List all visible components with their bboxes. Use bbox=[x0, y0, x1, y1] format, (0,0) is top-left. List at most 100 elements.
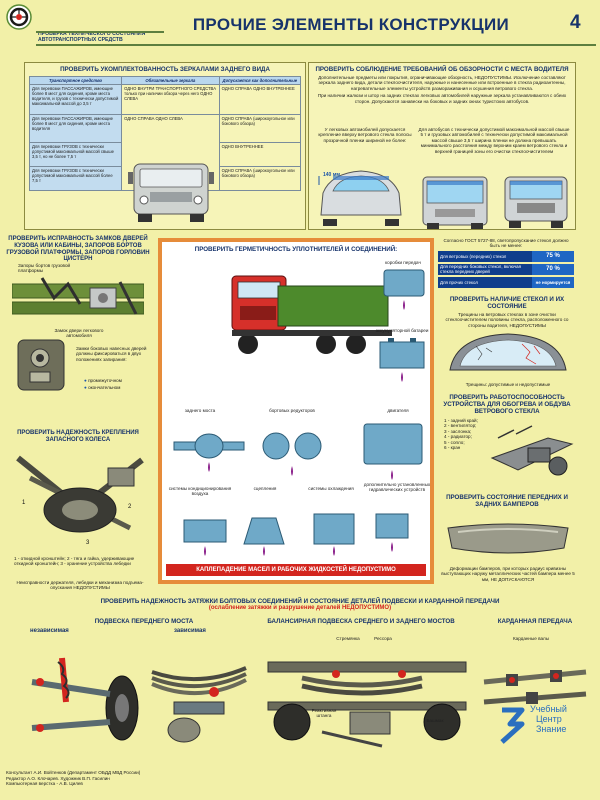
seals-title: ПРОВЕРИТЬ ГЕРМЕТИЧНОСТЬ УПЛОТНИТЕЛЕЙ И С… bbox=[194, 246, 398, 253]
tint-row: Для передних боковых стекол, включая сте… bbox=[438, 263, 574, 275]
cracked-windshield-illustration bbox=[446, 330, 570, 378]
page-title: ПРОЧИЕ ЭЛЕМЕНТЫ КОНСТРУКЦИИ bbox=[192, 15, 510, 34]
seal-label-engine: двигателя bbox=[387, 408, 409, 413]
tint-row: Для ветровых (передних) стекол 75 % bbox=[438, 250, 574, 262]
publisher-logo: Учебный Центр Знание bbox=[500, 702, 596, 762]
independent-suspension-illustration bbox=[22, 638, 142, 750]
table-row: Для перевозки ГРУЗОВ с технически допуст… bbox=[28, 166, 302, 191]
logo-line-2: Центр bbox=[536, 714, 562, 724]
legend-item: 3 - заслонка; bbox=[444, 428, 472, 434]
tint-value: 75 % bbox=[532, 250, 574, 262]
label-valy: Карданные валы bbox=[512, 636, 550, 641]
tailgate-latch-illustration bbox=[12, 274, 144, 326]
bullet-2-text: окончательном bbox=[88, 385, 121, 390]
tint-value: не нормируется bbox=[532, 276, 574, 288]
legend-item: 4 - радиатор; bbox=[444, 434, 472, 440]
label-bashmak: Башмак bbox=[426, 718, 444, 723]
cracks-title: ПРОВЕРИТЬ НАЛИЧИЕ СТЕКОЛ И ИХ СОСТОЯНИЕ bbox=[449, 296, 565, 310]
bullet-1-text: промежуточном bbox=[88, 378, 122, 383]
seal-label-ac: системы кондиционирования воздуха bbox=[168, 486, 232, 497]
locks-note: Замки боковых навесных дверей должны фик… bbox=[76, 346, 147, 362]
seal-label-rear-axle: заднего моста bbox=[184, 408, 216, 413]
cell-vehicle: Для перевозки ПАССАЖИРОВ, имеющие более … bbox=[28, 114, 123, 143]
header-rule-top bbox=[36, 31, 164, 33]
col-header-vehicle: Транспортное средство bbox=[28, 76, 123, 85]
cardan-label: КАРДАННАЯ ПЕРЕДАЧА bbox=[497, 618, 573, 625]
table-row: Для перевозки ПАССАЖИРОВ, имеющие более … bbox=[28, 114, 302, 191]
truck-front-illustration-2 bbox=[499, 173, 573, 229]
label-shtanga: Реактивная штанга bbox=[311, 708, 337, 719]
locks-label-2: Замок двери легкового автомобиля bbox=[54, 328, 104, 339]
cracks-section: ПРОВЕРИТЬ НАЛИЧИЕ СТЕКОЛ И ИХ СОСТОЯНИЕ … bbox=[438, 296, 576, 392]
lock-bullet-1: ● промежуточном bbox=[84, 378, 154, 383]
truck-front-illustration bbox=[126, 158, 216, 224]
bullet-dot-icon: ● bbox=[84, 378, 89, 383]
emblem-icon bbox=[6, 4, 32, 30]
label-ressora: Рессора bbox=[374, 636, 392, 641]
defrost-legend: 1 - задний край; 2 - вентилятор; 3 - зас… bbox=[444, 418, 494, 450]
seal-label-hydraulic: дополнительно установленных гидравлическ… bbox=[363, 482, 431, 493]
cell-optional: ОДНО СПРАВА (широкоугольное или бокового… bbox=[218, 166, 302, 191]
svg-text:3: 3 bbox=[86, 540, 90, 546]
balance-susp-label: БАЛАНСИРНАЯ ПОДВЕСКА СРЕДНЕГО И ЗАДНЕГО … bbox=[267, 618, 455, 625]
credit-line: Консультант А.И. Войтенков (Департамент … bbox=[6, 770, 141, 775]
bolts-title: ПРОВЕРИТЬ НАДЕЖНОСТЬ ЗАТЯЖКИ БОЛТОВЫХ СО… bbox=[100, 598, 500, 605]
visibility-para-1: Дополнительные предметы или покрытия, ог… bbox=[318, 75, 566, 91]
locks-label-1: Запоры бортов грузовой платформы bbox=[18, 263, 71, 274]
dependent-label: зависимая bbox=[174, 628, 206, 634]
svg-text:2: 2 bbox=[128, 504, 132, 510]
legend-item: 1 - задний край; bbox=[444, 418, 478, 423]
visibility-para-3: У легковых автомобилей допускается крепл… bbox=[318, 127, 412, 143]
spare-legend: 1 - откидной кронштейн; 2 - тяга и гайка… bbox=[14, 556, 135, 567]
col-header-optional: Допускается как дополнительные bbox=[218, 76, 302, 85]
cell-vehicle: Для перевозки ГРУЗОВ с технически допуст… bbox=[28, 142, 123, 167]
tint-row: Для прочих стекол не нормируется bbox=[438, 276, 574, 288]
spare-note: Неисправности держателя, лебедки и механ… bbox=[16, 580, 144, 591]
credits: Консультант А.И. Войтенков (Департамент … bbox=[6, 770, 306, 787]
locks-title: ПРОВЕРИТЬ ИСПРАВНОСТЬ ЗАМКОВ ДВЕРЕЙ КУЗО… bbox=[6, 236, 150, 263]
door-lock-illustration bbox=[10, 336, 72, 394]
cell-vehicle: Для перевозки ПАССАЖИРОВ, имеющие более … bbox=[28, 84, 123, 115]
visibility-para-4: Для автобусов с технически допустимой ма… bbox=[418, 127, 570, 154]
logo-text: Учебный Центр Знание bbox=[530, 704, 567, 734]
table-row: Для перевозки ГРУЗОВ с технически допуст… bbox=[28, 142, 302, 167]
mirrors-section: ПРОВЕРИТЬ УКОМПЛЕКТОВАННОСТЬ ЗЕРКАЛАМИ З… bbox=[24, 62, 306, 230]
bullet-dot-icon: ● bbox=[84, 385, 89, 390]
logo-mark-icon bbox=[500, 706, 526, 746]
tint-label: Для ветровых (передних) стекол bbox=[438, 250, 532, 262]
spare-title: ПРОВЕРИТЬ НАДЕЖНОСТЬ КРЕПЛЕНИЯ ЗАПАСНОГО… bbox=[17, 430, 139, 443]
legend-item: 5 - сопло; bbox=[444, 439, 465, 445]
seal-label-cooling: системы охлаждения bbox=[308, 486, 354, 491]
spare-section: ПРОВЕРИТЬ НАДЕЖНОСТЬ КРЕПЛЕНИЯ ЗАПАСНОГО… bbox=[4, 430, 152, 600]
lock-bullet-2: ● окончательном bbox=[84, 385, 154, 390]
cardan-illustration bbox=[476, 642, 594, 732]
seal-label-clutch: сцепления bbox=[253, 486, 277, 491]
bolts-section: ПРОВЕРИТЬ НАДЕЖНОСТЬ ЗАТЯЖКИ БОЛТОВЫХ СО… bbox=[4, 596, 596, 766]
front-susp-label: ПОДВЕСКА ПЕРЕДНЕГО МОСТА bbox=[94, 618, 194, 625]
spare-wheel-illustration: 1 2 3 bbox=[10, 448, 150, 548]
header-subtitle: ПРОВЕРКА ТЕХНИЧЕСКОГО СОСТОЯНИЯ АВТОТРАН… bbox=[38, 31, 198, 43]
page-number: 4 bbox=[570, 12, 581, 33]
subtitle-line-1: ПРОВЕРКА ТЕХНИЧЕСКОГО СОСТОЯНИЯ bbox=[38, 31, 146, 37]
balance-suspension-illustration bbox=[262, 642, 472, 754]
logo-line-1: Учебный bbox=[530, 704, 567, 714]
visibility-para-2: При наличии жалюзи и штор на задних стек… bbox=[317, 93, 567, 104]
dim-label: 140 мм bbox=[323, 172, 341, 178]
bumpers-text: Деформации бамперов, при которых радиус … bbox=[441, 566, 575, 582]
header-rule-bottom bbox=[36, 44, 596, 46]
tint-label: Для прочих стекол bbox=[438, 276, 532, 288]
defrost-title: ПРОВЕРИТЬ РАБОТОСПОСОБНОСТЬ УСТРОЙСТВА Д… bbox=[443, 394, 571, 415]
cell-optional: ОДНО ВНУТРЕННЕЕ bbox=[218, 142, 302, 167]
mirrors-table: Транспортное средство Обязательные зерка… bbox=[28, 76, 302, 191]
seals-section: ПРОВЕРИТЬ ГЕРМЕТИЧНОСТЬ УПЛОТНИТЕЛЕЙ И С… bbox=[158, 238, 434, 584]
bus-front-illustration bbox=[417, 173, 493, 229]
credit-line: Редактор А.О. Клочарев. Художник В.П. Га… bbox=[6, 775, 110, 781]
bolts-subtitle: (ослабление затяжки и разрушение деталей… bbox=[208, 605, 392, 611]
cell-optional: ОДНО СПРАВА (широкоугольное или бокового… bbox=[218, 114, 302, 143]
tint-value: 70 % bbox=[532, 263, 574, 275]
legend-item: 2 - вентилятор; bbox=[444, 423, 477, 429]
seals-illustration bbox=[173, 269, 425, 556]
seal-label-reducers: бортовых редукторов bbox=[269, 408, 315, 413]
defrost-section: ПРОВЕРИТЬ РАБОТОСПОСОБНОСТЬ УСТРОЙСТВА Д… bbox=[438, 394, 576, 490]
legend-item: 6 - кран bbox=[444, 445, 461, 451]
